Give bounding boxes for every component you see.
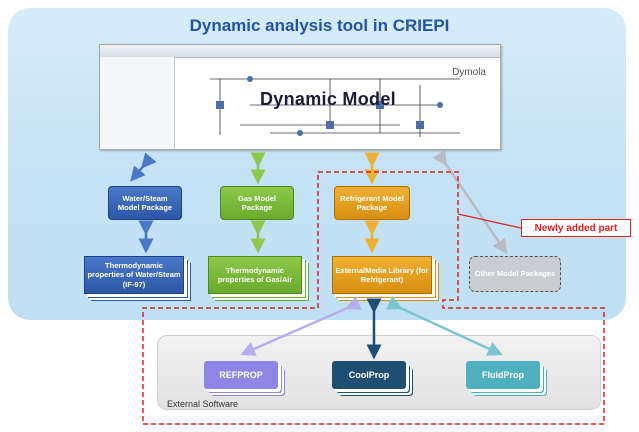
water-steam-package: Water/Steam Model Package (108, 186, 182, 220)
externalmedia-library: ExternalMedia Library (for Refrigerant) (332, 256, 432, 294)
external-software-label: External Software (167, 399, 239, 409)
coolprop-stack: CoolProp (332, 361, 406, 389)
refprop-arrow (240, 296, 362, 356)
water-steam-properties-library: Thermodynamic properties of Water/Steam … (84, 256, 184, 294)
dymola-label: Dymola (452, 67, 486, 78)
model-diagram-lines (210, 76, 460, 137)
refprop-stack: REFPROP (204, 361, 278, 389)
other-model-arrow (432, 149, 508, 255)
dynamic-model-heading: Dynamic Model (260, 89, 396, 109)
water-library-text: Thermodynamic properties of Water/Steam … (87, 260, 181, 289)
refprop-label: REFPROP (219, 370, 263, 380)
water-model-arrow (130, 152, 157, 182)
new-part-outline (142, 171, 605, 425)
gas-library-text: Thermodynamic properties of Gas/Air (217, 265, 293, 284)
diagram-title: Dynamic analysis tool in CRIEPI (189, 16, 450, 35)
other-model-packages: Other Model Packages (469, 256, 561, 292)
newly-added-callout: Newly added part (521, 219, 631, 237)
gas-air-properties-library: Thermodynamic properties of Gas/Air (208, 256, 302, 294)
fluidprop-label: FluidProp (482, 370, 524, 380)
gas-model-package: Gas Model Package (220, 186, 294, 220)
dymola-window: Dynamic Model Dymola (99, 44, 501, 150)
coolprop-label: CoolProp (348, 370, 390, 380)
refrigerant-model-package: Refrigerant Model Package (334, 186, 410, 220)
fluidprop-stack: FluidProp (466, 361, 540, 389)
package-browser (100, 57, 175, 149)
window-toolbar (100, 45, 500, 58)
externalmedia-library-text: ExternalMedia Library (for Refrigerant) (335, 265, 429, 284)
fluidprop-arrow (386, 296, 503, 356)
callout-pointer (457, 213, 522, 229)
